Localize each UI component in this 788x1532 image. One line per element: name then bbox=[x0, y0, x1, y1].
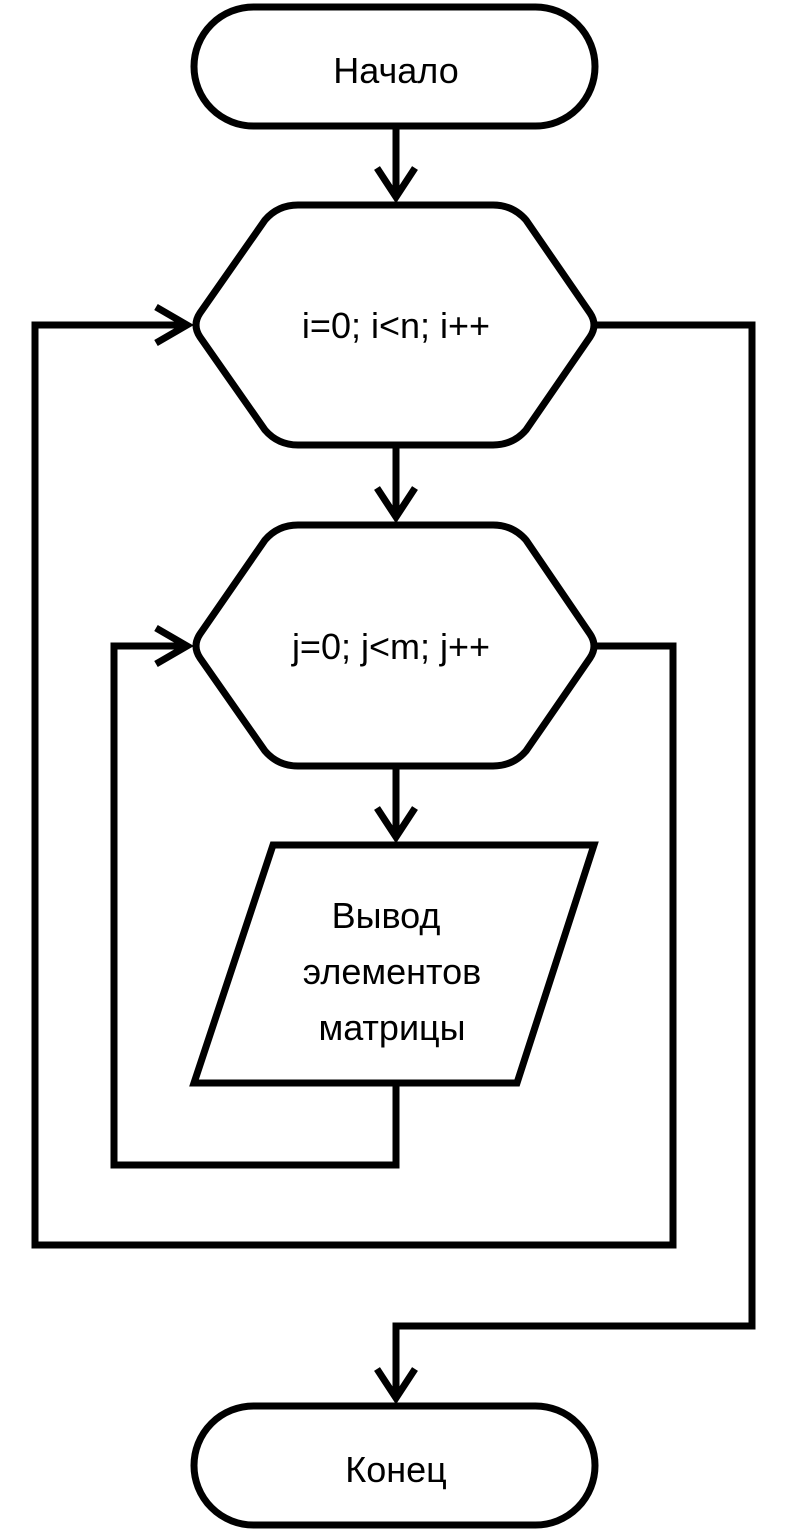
arrowhead bbox=[374, 166, 418, 204]
inner-loop-hexagon: j=0; j<m; j++ bbox=[192, 521, 598, 770]
connector-line bbox=[31, 321, 677, 1249]
connector-line bbox=[392, 321, 756, 1396]
output-label-line-3: матрицы bbox=[318, 1007, 465, 1048]
start-terminator: Начало bbox=[190, 3, 599, 130]
arrowhead bbox=[154, 624, 194, 668]
connector-line bbox=[110, 642, 400, 1169]
arrow-outer-to-inner-loop bbox=[374, 445, 418, 524]
inner-loop-shape bbox=[192, 521, 598, 770]
arrow-start-to-outer-loop bbox=[374, 126, 418, 204]
outer-loop-hexagon: i=0; i<n; i++ bbox=[192, 201, 598, 449]
arrowhead bbox=[374, 486, 418, 524]
output-parallelogram: Вывод элементов матрицы bbox=[189, 841, 599, 1087]
arrowhead bbox=[374, 806, 418, 844]
outer-loop-shape bbox=[192, 201, 598, 449]
end-label: Конец bbox=[345, 1449, 447, 1490]
arrow-outer-loop-exit-to-end bbox=[374, 321, 756, 1405]
output-label-line-2: элементов bbox=[303, 951, 482, 992]
outer-loop-label: i=0; i<n; i++ bbox=[302, 305, 490, 346]
end-terminator: Конец bbox=[190, 1402, 599, 1529]
arrow-inner-loop-to-output bbox=[374, 766, 418, 844]
output-label-line-1: Вывод bbox=[332, 895, 441, 936]
end-shape bbox=[190, 1402, 599, 1529]
arrowhead bbox=[154, 303, 194, 347]
inner-loop-label: j=0; j<m; j++ bbox=[291, 626, 490, 667]
start-label: Начало bbox=[333, 50, 458, 91]
output-shape bbox=[189, 841, 599, 1087]
arrowhead bbox=[374, 1367, 418, 1405]
outer-loop-back-connector bbox=[31, 303, 677, 1249]
inner-loop-back-connector bbox=[110, 624, 400, 1169]
